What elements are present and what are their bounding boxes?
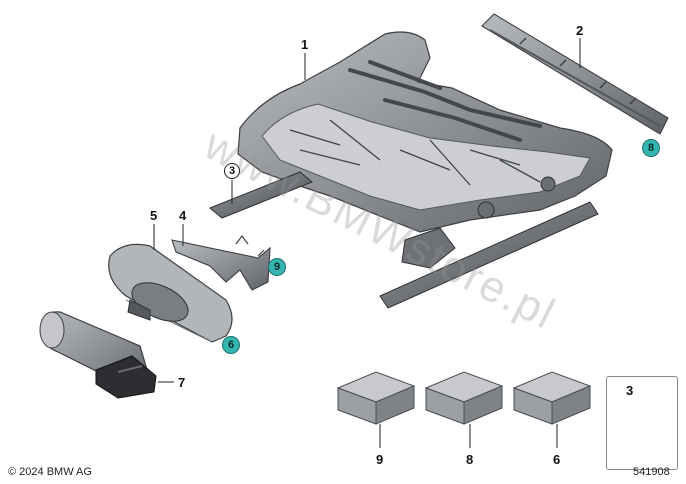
legend-box [606,376,678,470]
motor-part[interactable] [39,311,157,399]
callout-5[interactable]: 5 [150,208,158,223]
callout-2[interactable]: 2 [576,23,584,38]
box-part-9[interactable] [336,371,416,425]
callout-4[interactable]: 4 [179,208,187,223]
diagram-id: 541908 [633,466,670,478]
motor-cover-part[interactable] [108,243,233,343]
callout-6[interactable]: 6 [553,452,561,467]
callout-7[interactable]: 7 [178,375,186,390]
box-part-8[interactable] [424,371,504,425]
callout-9[interactable]: 9 [376,452,384,467]
callout-1[interactable]: 1 [301,37,309,52]
seat-frame-part[interactable] [209,31,613,309]
copyright-text: © 2024 BMW AG [8,466,92,478]
callout-3[interactable]: 3 [224,163,240,179]
badge-9[interactable]: 9 [268,258,286,276]
legend-number: 3 [626,383,634,398]
seat-rail-part[interactable] [481,13,669,135]
badge-6[interactable]: 6 [222,336,240,354]
leader-lines [153,38,581,448]
bracket-part[interactable] [171,235,271,291]
box-part-6[interactable] [512,371,592,425]
callout-8[interactable]: 8 [466,452,474,467]
badge-8[interactable]: 8 [642,139,660,157]
